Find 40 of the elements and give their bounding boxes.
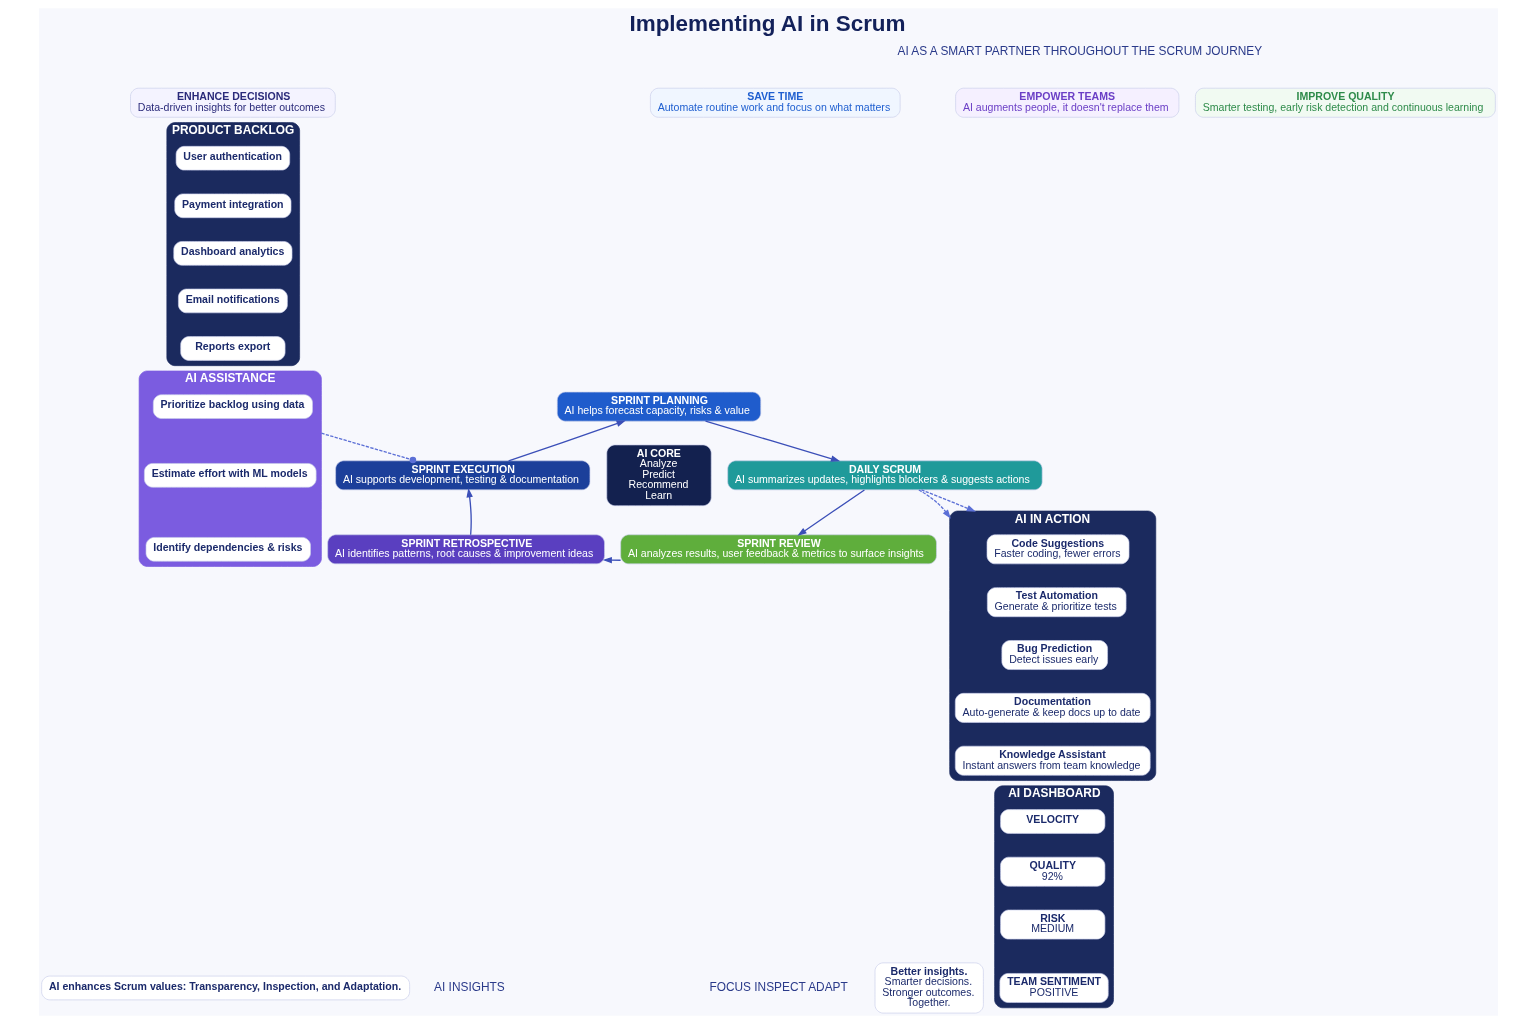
label: AI INSIGHTS xyxy=(433,979,505,994)
arrow xyxy=(507,420,626,462)
arrow xyxy=(466,488,473,536)
node-box: SPRINT REVIEW AI analyzes results, user feedback & metrics to surface insights xyxy=(619,534,937,565)
arrow xyxy=(920,489,976,512)
node-box: QUALITY 92% xyxy=(999,856,1105,887)
node-box: User authentication xyxy=(175,146,290,171)
node-box: SAVE TIME Automate routine work and focus on what matters xyxy=(649,87,900,118)
node-box: Identify dependencies & risks xyxy=(145,537,311,562)
node-box: SPRINT RETROSPECTIVE AI identifies patterns, root causes & improvement ideas xyxy=(326,534,605,565)
node-box: Test Automation Generate & prioritize tests xyxy=(986,587,1126,618)
node-box: Reports export xyxy=(179,336,285,361)
node-box: AI CORE Analyze Predict Recommend Learn xyxy=(605,444,712,507)
node-box: AI enhances Scrum values: Transparency, Inspection, and Adaptation. xyxy=(40,975,410,1001)
node-box: Documentation Auto-generate & keep docs up to date xyxy=(954,693,1150,723)
label: FOCUS INSPECT ADAPT xyxy=(708,979,848,994)
diagram-title: Implementing AI in Scrum xyxy=(628,10,906,36)
node-box: Code Suggestions Faster coding, fewer errors xyxy=(986,534,1129,565)
node-box: SPRINT EXECUTION AI supports development, testing & documentation xyxy=(334,460,590,491)
arrow xyxy=(796,489,865,536)
node-box: TEAM SENTIMENT POSITIVE xyxy=(999,973,1109,1003)
node-box: Knowledge Assistant Instant answers from team knowledge xyxy=(954,745,1150,776)
node-box: Email notifications xyxy=(177,288,288,314)
node-box: Prioritize backlog using data xyxy=(152,394,313,419)
node-box: Better insights. Smarter decisions. Stronger outcomes. Together. xyxy=(874,962,984,1014)
node-box: ENHANCE DECISIONS Data-driven insights for better outcomes xyxy=(129,87,336,118)
node-box: Estimate effort with ML models xyxy=(143,463,316,488)
connector xyxy=(320,432,416,464)
arrow xyxy=(917,489,951,519)
node-box: Bug Prediction Detect issues early xyxy=(1001,640,1108,670)
node-box: VELOCITY xyxy=(999,809,1105,834)
node-box: RISK MEDIUM xyxy=(999,909,1105,940)
arrow xyxy=(704,420,840,462)
node-box: SPRINT PLANNING AI helps forecast capacity, risks & value xyxy=(556,391,761,422)
node-box: Dashboard analytics xyxy=(172,241,292,266)
node-box: DAILY SCRUM AI summarizes updates, highlights blockers & suggests actions xyxy=(726,460,1042,491)
node-box: EMPOWER TEAMS AI augments people, it doesn't replace them xyxy=(954,87,1179,118)
node-box: Payment integration xyxy=(173,193,291,218)
label: AI AS A SMART PARTNER THROUGHOUT THE SCRUM JOURNEY xyxy=(896,44,1262,59)
node-box: IMPROVE QUALITY Smarter testing, early risk detection and continuous learning xyxy=(1194,87,1496,118)
